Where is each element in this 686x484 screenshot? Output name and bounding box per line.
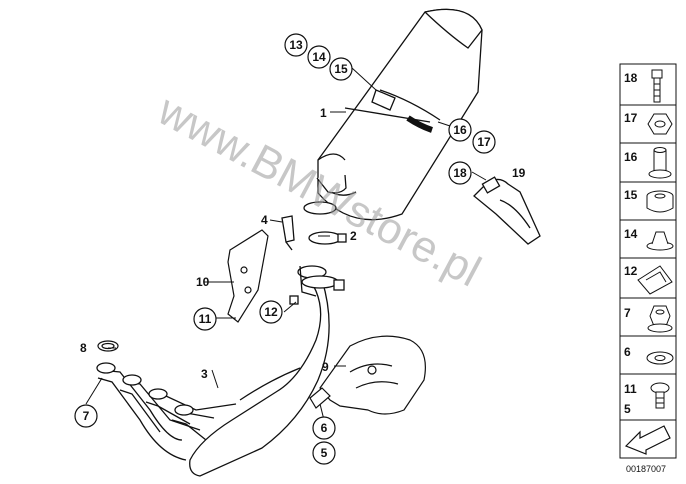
legend-label-17: 17 bbox=[624, 111, 638, 125]
svg-text:5: 5 bbox=[321, 446, 328, 460]
bracket-icon bbox=[309, 335, 426, 415]
svg-text:6: 6 bbox=[321, 421, 328, 435]
callout-19: 19 bbox=[512, 166, 526, 180]
svg-text:7: 7 bbox=[83, 409, 90, 423]
bolt-icon bbox=[651, 69, 663, 103]
callout-circle-15: 15 bbox=[329, 57, 353, 81]
legend-label-12: 12 bbox=[624, 264, 638, 278]
svg-text:17: 17 bbox=[477, 135, 491, 149]
svg-text:16: 16 bbox=[453, 123, 467, 137]
callout-2: 2 bbox=[350, 229, 357, 243]
legend-label-6: 6 bbox=[624, 345, 631, 359]
svg-text:15: 15 bbox=[334, 62, 348, 76]
silencer-icon bbox=[316, 8, 483, 221]
callout-circle-6: 6 bbox=[312, 416, 336, 440]
callout-8: 8 bbox=[80, 341, 87, 355]
callout-circle-7: 7 bbox=[74, 404, 98, 428]
svg-text:13: 13 bbox=[289, 38, 303, 52]
callout-circle-16: 16 bbox=[448, 118, 472, 142]
callout-3: 3 bbox=[201, 367, 208, 381]
manifold-header-icon bbox=[96, 265, 330, 477]
holder-icon bbox=[473, 176, 541, 245]
callout-circle-12: 12 bbox=[259, 300, 283, 324]
callout-circle-14: 14 bbox=[307, 45, 331, 69]
callout-circle-5: 5 bbox=[312, 441, 336, 465]
drawing-code: 00187007 bbox=[626, 464, 666, 474]
collar-screw-icon bbox=[650, 382, 670, 409]
svg-text:18: 18 bbox=[453, 166, 467, 180]
svg-text:12: 12 bbox=[264, 305, 278, 319]
svg-text:14: 14 bbox=[312, 50, 326, 64]
rubber-grommet-icon bbox=[646, 231, 674, 251]
callout-1: 1 bbox=[320, 106, 327, 120]
gasket-icon bbox=[97, 340, 119, 352]
heat-shield-icon bbox=[227, 229, 269, 323]
callout-circle-18: 18 bbox=[448, 161, 472, 185]
legend-label-7: 7 bbox=[624, 306, 631, 320]
callout-circle-13: 13 bbox=[284, 33, 308, 57]
rubber-grommet-icon bbox=[646, 190, 674, 213]
lambda-sensor-icon bbox=[281, 215, 295, 251]
callout-9: 9 bbox=[322, 360, 329, 374]
parts-legend: 18 17 16 15 14 12 7 6 11 5 bbox=[619, 63, 677, 459]
legend-label-5: 5 bbox=[624, 402, 631, 416]
nut-icon bbox=[647, 305, 673, 333]
callout-circle-17: 17 bbox=[472, 130, 496, 154]
legend-label-11: 11 bbox=[624, 382, 637, 396]
washer-icon bbox=[646, 351, 674, 365]
spring-nut-icon bbox=[637, 265, 673, 295]
callout-4: 4 bbox=[261, 213, 268, 227]
bushing-icon bbox=[648, 147, 672, 179]
clamp-icon bbox=[303, 201, 347, 245]
legend-label-16: 16 bbox=[624, 150, 638, 164]
legend-label-18: 18 bbox=[624, 71, 638, 85]
callout-circle-11: 11 bbox=[193, 307, 217, 331]
clamp-strap-icon bbox=[289, 275, 345, 305]
svg-text:11: 11 bbox=[199, 312, 212, 326]
callout-10: 10 bbox=[196, 275, 210, 289]
nut-icon bbox=[647, 113, 673, 135]
legend-label-15: 15 bbox=[624, 188, 638, 202]
legend-label-14: 14 bbox=[624, 227, 638, 241]
arrow-icon bbox=[624, 425, 671, 455]
